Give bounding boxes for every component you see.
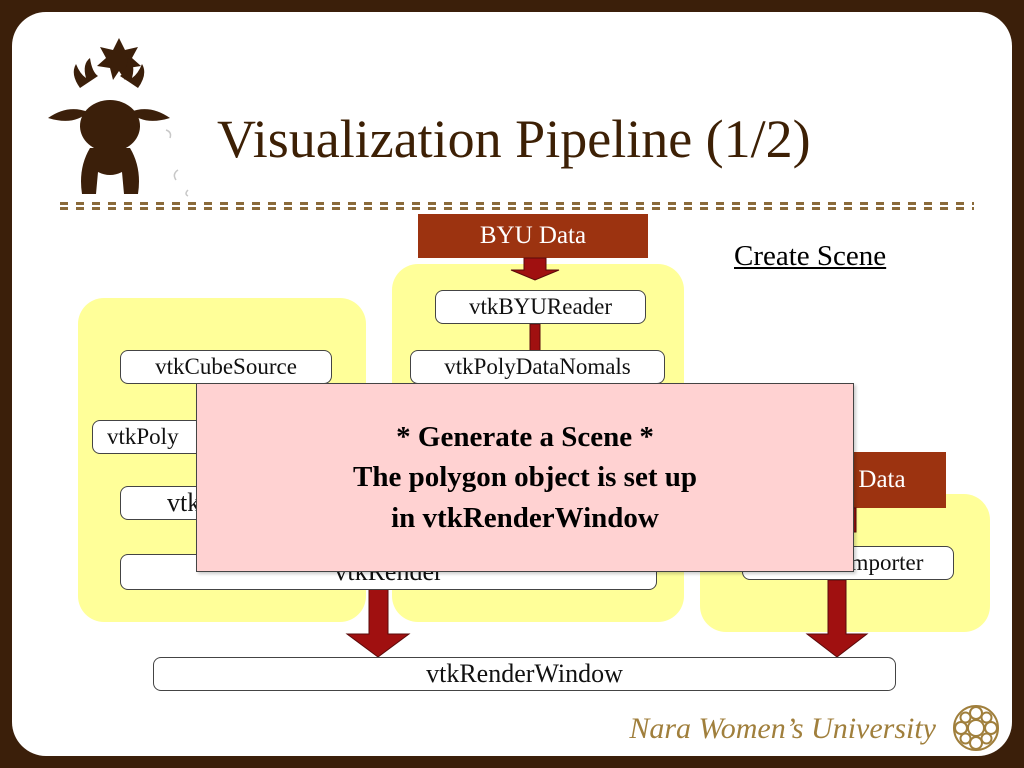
node-render-window: vtkRenderWindow — [153, 657, 896, 691]
slide: Visualization Pipeline (1/2) BYU Data Da… — [12, 12, 1012, 756]
footer-university: Nara Women’s University — [629, 712, 936, 745]
slide-title: Visualization Pipeline (1/2) — [217, 109, 811, 169]
arrow-importer-to-window — [805, 579, 869, 658]
popup-line-3: in vtkRenderWindow — [391, 501, 659, 534]
node-cube-source: vtkCubeSource — [120, 350, 332, 384]
node-byu-reader: vtkBYUReader — [435, 290, 646, 324]
arrow-left-to-window — [345, 587, 411, 658]
popup-line-2: The polygon object is set up — [352, 461, 697, 494]
arrow-byu-down — [510, 257, 560, 281]
node-poly-data-normals: vtkPolyDataNomals — [410, 350, 665, 384]
data-source-byu: BYU Data — [418, 214, 648, 258]
scene-popup: * Generate a Scene * The polygon object … — [196, 383, 854, 572]
create-scene-link[interactable]: Create Scene — [734, 240, 887, 272]
deer-logo-icon — [48, 38, 189, 197]
flower-emblem-icon — [953, 705, 999, 751]
title-divider — [60, 202, 974, 210]
popup-line-1: * Generate a Scene * — [396, 420, 654, 453]
